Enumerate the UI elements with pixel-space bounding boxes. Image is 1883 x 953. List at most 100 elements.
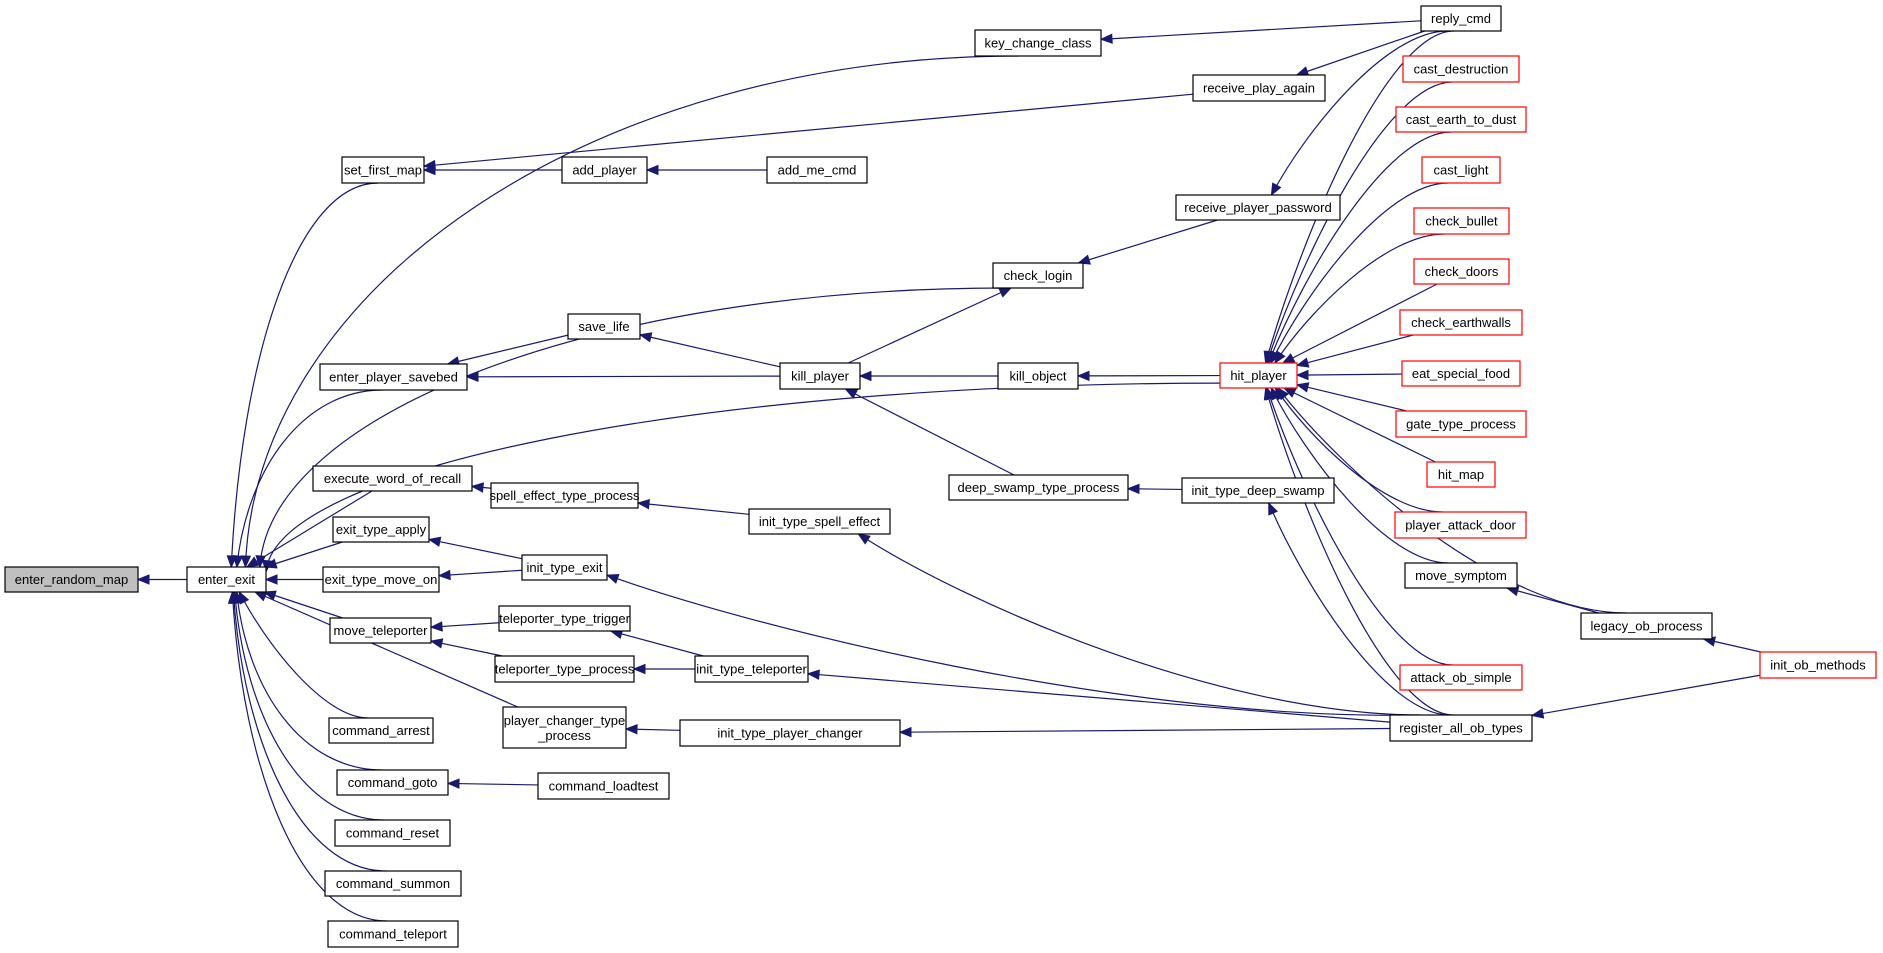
node-player-changer-type-process[interactable]: player_changer_type_process	[502, 706, 627, 749]
node-attack-ob-simple[interactable]: attack_ob_simple	[1399, 664, 1523, 691]
node-check-bullet[interactable]: check_bullet	[1413, 207, 1510, 235]
node-box	[997, 362, 1079, 390]
node-box	[4, 566, 139, 593]
node-add-me-cmd[interactable]: add_me_cmd	[766, 156, 868, 184]
node-label: cast_destruction	[1414, 62, 1509, 77]
node-enter-exit[interactable]: enter_exit	[186, 566, 267, 593]
node-box	[490, 482, 639, 509]
edge-execute_word_of_recall-to-enter_exit	[245, 490, 373, 568]
edge-kill_player-to-enter_player_savebed	[465, 371, 781, 383]
edge-line	[423, 93, 1194, 167]
edge-line	[264, 591, 343, 619]
edge-line	[1531, 674, 1761, 717]
node-gate-type-process[interactable]: gate_type_process	[1395, 410, 1527, 438]
node-check-doors[interactable]: check_doors	[1413, 258, 1510, 285]
node-kill-object[interactable]: kill_object	[997, 362, 1079, 390]
node-box	[502, 706, 627, 749]
node-check-login[interactable]: check_login	[992, 262, 1084, 289]
node-label: init_ob_methods	[1770, 658, 1866, 673]
arrowhead-icon	[1268, 501, 1279, 516]
node-teleporter-type-process[interactable]: teleporter_type_process	[494, 655, 635, 683]
node-kill-player[interactable]: kill_player	[779, 362, 861, 390]
node-enter-player-savebed[interactable]: enter_player_savebed	[319, 363, 468, 391]
edge-line	[1274, 387, 1443, 513]
node-save-life[interactable]: save_life	[567, 313, 641, 340]
edge-line	[1266, 387, 1453, 666]
node-label: cast_light	[1434, 163, 1489, 178]
node-init-type-player-changer[interactable]: init_type_player_changer	[679, 719, 901, 747]
node-label: add_player	[572, 163, 637, 178]
node-cast-light[interactable]: cast_light	[1421, 156, 1501, 184]
arrowhead-icon	[253, 591, 268, 602]
node-move-teleporter[interactable]: move_teleporter	[329, 617, 432, 644]
node-label: legacy_ob_process	[1590, 619, 1703, 634]
node-init-type-deep-swamp[interactable]: init_type_deep_swamp	[1181, 477, 1335, 504]
node-cast-earth-to-dust[interactable]: cast_earth_to_dust	[1395, 106, 1527, 133]
node-cast-destruction[interactable]: cast_destruction	[1402, 55, 1520, 83]
node-receive-player-password[interactable]: receive_player_password	[1175, 194, 1341, 221]
edge-line	[1267, 131, 1452, 364]
node-command-reset[interactable]: command_reset	[334, 819, 451, 847]
node-box	[324, 870, 462, 897]
arrowhead-icon	[1263, 386, 1274, 401]
node-spell-effect-type-process[interactable]: spell_effect_type_process	[489, 482, 640, 509]
node-legacy-ob-process[interactable]: legacy_ob_process	[1580, 612, 1713, 640]
node-box	[1404, 562, 1518, 589]
node-reply-cmd[interactable]: reply_cmd	[1420, 5, 1502, 32]
node-label: init_type_player_changer	[717, 726, 863, 741]
edge-line	[845, 388, 1015, 476]
arrowhead-icon	[858, 370, 872, 382]
node-eat-special-food[interactable]: eat_special_food	[1401, 360, 1521, 387]
node-move-symptom[interactable]: move_symptom	[1404, 562, 1518, 589]
node-command-summon[interactable]: command_summon	[324, 870, 462, 897]
node-label: enter_exit	[198, 572, 255, 587]
node-check-earthwalls[interactable]: check_earthwalls	[1399, 309, 1523, 336]
node-hit-map[interactable]: hit_map	[1426, 461, 1496, 488]
node-command-goto[interactable]: command_goto	[336, 769, 449, 796]
node-deep-swamp-type-process[interactable]: deep_swamp_type_process	[948, 474, 1129, 501]
edge-line	[447, 782, 539, 786]
edge-line	[232, 591, 387, 872]
node-execute-word-of-recall[interactable]: execute_word_of_recall	[312, 465, 473, 492]
edge-deep_swamp_type_process-to-kill_player	[844, 388, 1015, 476]
arrowhead-icon	[446, 778, 460, 789]
edge-line	[264, 541, 343, 568]
arrowhead-icon	[1277, 386, 1290, 401]
node-command-teleport[interactable]: command_teleport	[327, 920, 459, 948]
node-init-ob-methods[interactable]: init_ob_methods	[1759, 651, 1877, 679]
node-add-player[interactable]: add_player	[561, 156, 648, 184]
node-init-type-spell-effect[interactable]: init_type_spell_effect	[748, 508, 891, 535]
edge-line	[428, 538, 523, 560]
node-box	[1395, 106, 1527, 133]
node-hit-player[interactable]: hit_player	[1219, 362, 1298, 389]
node-teleporter-type-trigger[interactable]: teleporter_type_trigger	[498, 605, 631, 632]
node-command-loadtest[interactable]: command_loadtest	[537, 772, 670, 800]
arrowhead-icon	[263, 558, 278, 569]
node-register-all-ob-types[interactable]: register_all_ob_types	[1389, 714, 1533, 742]
node-label: command_summon	[336, 876, 450, 891]
edge-line	[637, 502, 750, 515]
node-player-attack-door[interactable]: player_attack_door	[1394, 511, 1527, 539]
edge-register_all_ob_types-to-init_type_spell_effect	[857, 533, 1421, 716]
node-label: move_symptom	[1415, 568, 1507, 583]
node-key-change-class[interactable]: key_change_class	[974, 29, 1102, 57]
node-label: set_first_map	[344, 163, 422, 178]
node-receive-play-again[interactable]: receive_play_again	[1192, 74, 1326, 102]
node-init-type-exit[interactable]: init_type_exit	[521, 554, 608, 581]
node-label: init_type_deep_swamp	[1192, 483, 1325, 498]
edge-receive_player_password-to-check_login	[1077, 219, 1218, 265]
node-command-arrest[interactable]: command_arrest	[328, 717, 434, 744]
node-box	[992, 262, 1084, 289]
node-box	[1420, 5, 1502, 32]
arrowhead-icon	[998, 287, 1013, 298]
edge-key_change_class-to-enter_exit	[240, 55, 1019, 569]
node-label: save_life	[578, 319, 629, 334]
node-exit-type-move-on[interactable]: exit_type_move_on	[322, 566, 440, 593]
node-set-first-map[interactable]: set_first_map	[341, 156, 425, 184]
node-init-type-teleporter[interactable]: init_type_teleporter	[694, 655, 809, 683]
arrowhead-icon	[638, 332, 653, 343]
node-exit-type-apply[interactable]: exit_type_apply	[332, 516, 430, 543]
node-box	[679, 719, 901, 747]
arrowhead-icon	[1274, 350, 1286, 365]
